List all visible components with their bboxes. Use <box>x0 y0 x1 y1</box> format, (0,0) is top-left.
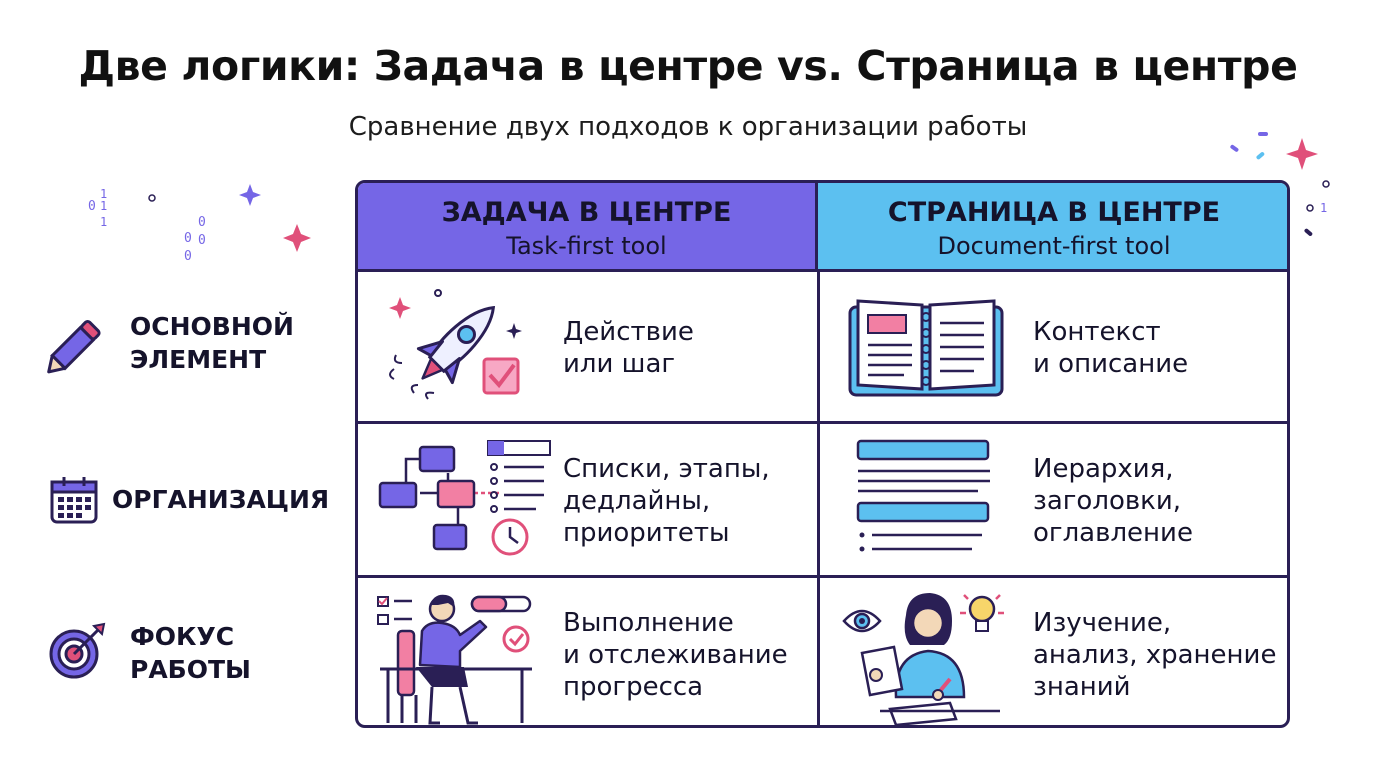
column-header-document-first: СТРАНИЦА В ЦЕНТРЕ Document-first tool <box>818 183 1287 272</box>
cell-task-focus: Выполнение и отслеживание прогресса <box>563 608 788 702</box>
calendar-icon <box>50 477 98 524</box>
cell-document-main-element: Контекст и описание <box>1033 317 1189 379</box>
column-title: СТРАНИЦА В ЦЕНТРЕ <box>887 197 1221 228</box>
open-book-icon <box>848 299 1004 397</box>
hierarchy-icon <box>856 439 990 552</box>
row-divider <box>358 575 1287 578</box>
pencil-icon <box>47 319 101 374</box>
sparkle-left-decoration: 0 1 1 1 0 0 0 0 <box>88 184 311 264</box>
comparison-table: ЗАДАЧА В ЦЕНТРЕ Task-first tool СТРАНИЦА… <box>355 180 1290 728</box>
page-subtitle: Сравнение двух подходов к организации ра… <box>348 112 1028 142</box>
column-subtitle: Task-first tool <box>506 232 667 260</box>
cell-task-main-element: Действие или шаг <box>563 317 694 379</box>
rocket-icon <box>389 289 522 400</box>
cell-document-organization: Иерархия, заголовки, оглавление <box>1033 454 1193 548</box>
column-title: ЗАДАЧА В ЦЕНТРЕ <box>441 197 732 228</box>
column-subtitle: Document-first tool <box>937 232 1171 260</box>
svg-text:1: 1 <box>100 199 107 213</box>
person-working-icon <box>377 594 532 725</box>
row-divider <box>358 269 1287 272</box>
svg-text:0: 0 <box>88 199 96 214</box>
svg-text:1: 1 <box>100 187 107 201</box>
row-label-organization: ОРГАНИЗАЦИЯ <box>112 485 330 514</box>
svg-text:1: 1 <box>100 215 107 229</box>
column-header-task-first: ЗАДАЧА В ЦЕНТРЕ Task-first tool <box>358 183 818 272</box>
svg-text:0: 0 <box>198 215 206 230</box>
row-label-main-element: ОСНОВНОЙ ЭЛЕМЕНТ <box>130 312 294 374</box>
cell-task-organization: Списки, этапы, дедлайны, приоритеты <box>563 454 770 548</box>
person-reading-icon <box>842 593 1004 725</box>
svg-text:1: 1 <box>1320 201 1327 215</box>
column-divider <box>817 272 820 725</box>
sparkle-right-decoration: 1 <box>1230 132 1330 236</box>
svg-text:0: 0 <box>198 233 206 248</box>
svg-text:0: 0 <box>184 249 192 264</box>
target-icon <box>49 622 106 679</box>
svg-text:0: 0 <box>184 231 192 246</box>
flowchart-icon <box>378 440 551 556</box>
cell-document-focus: Изучение, анализ, хранение знаний <box>1033 608 1277 702</box>
row-label-work-focus: ФОКУС РАБОТЫ <box>130 622 251 684</box>
row-divider <box>358 421 1287 424</box>
page-title: Две логики: Задача в центре vs. Страница… <box>78 42 1298 90</box>
